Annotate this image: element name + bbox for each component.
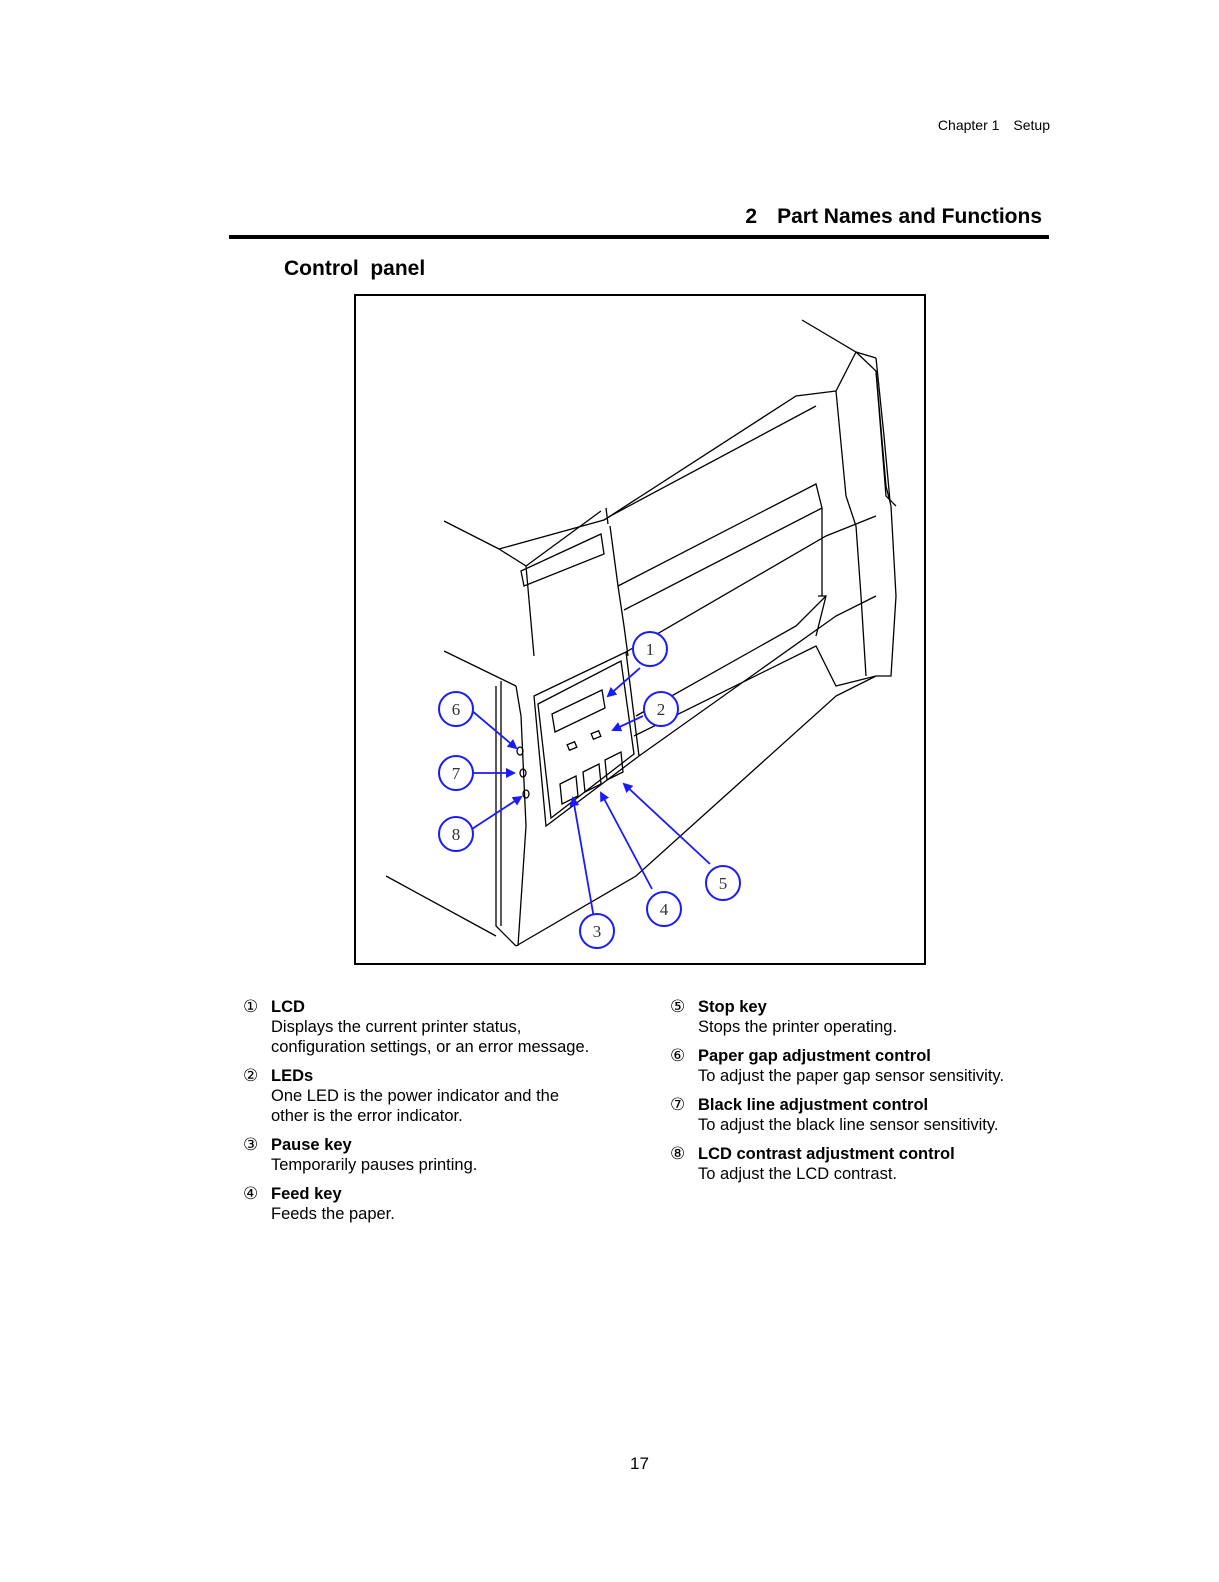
list-item: ⑧ LCD contrast adjustment control To adj… <box>670 1144 1070 1184</box>
callout-2-circle <box>643 691 679 727</box>
callout-8: 8 <box>452 825 461 844</box>
page-number: 17 <box>630 1454 649 1473</box>
list-item: ① LCD Displays the current printer statu… <box>243 997 643 1057</box>
section-rule <box>229 235 1049 239</box>
item-desc: Stops the printer operating. <box>698 1018 898 1036</box>
callout-4-circle <box>646 891 682 927</box>
callout-7: 7 <box>452 764 461 783</box>
callout-1-circle <box>632 631 668 667</box>
item-desc: other is the error indicator. <box>271 1107 463 1125</box>
parts-list-right: ⑤ Stop key Stops the printer operating. … <box>670 997 1070 1193</box>
list-item: ③ Pause key Temporarily pauses printing. <box>243 1135 643 1175</box>
callout-1: 1 <box>646 640 655 659</box>
callout-4: 4 <box>660 900 669 919</box>
callout-circles <box>438 631 741 949</box>
chapter-title: Setup <box>1013 117 1050 133</box>
item-title: Paper gap adjustment control <box>698 1047 931 1065</box>
callout-7-circle <box>438 755 474 791</box>
item-marker: ③ <box>243 1135 259 1155</box>
item-desc: To adjust the LCD contrast. <box>698 1165 898 1183</box>
item-desc: To adjust the paper gap sensor sensitivi… <box>698 1067 1005 1085</box>
control-panel-figure: 1 2 3 4 5 6 7 8 <box>354 294 926 965</box>
running-header: Chapter 1 Setup <box>938 117 1050 133</box>
subsection-title: Control panel <box>284 257 426 280</box>
item-marker: ⑥ <box>670 1046 686 1066</box>
callout-numbers: 1 2 3 4 5 6 7 8 <box>452 640 728 941</box>
callout-6: 6 <box>452 700 461 719</box>
item-marker: ① <box>243 997 259 1017</box>
item-desc: One LED is the power indicator and the <box>271 1087 560 1105</box>
callout-5-circle <box>705 865 741 901</box>
item-title: LEDs <box>271 1067 314 1085</box>
printer-illustration: 1 2 3 4 5 6 7 8 <box>385 319 897 949</box>
item-title: Pause key <box>271 1136 352 1154</box>
callout-8-circle <box>438 816 474 852</box>
item-desc: Displays the current printer status, <box>271 1018 522 1036</box>
item-title: Stop key <box>698 998 767 1016</box>
section-title: 2 Part Names and Functions <box>745 205 1042 229</box>
list-item: ⑥ Paper gap adjustment control To adjust… <box>670 1046 1070 1086</box>
item-title: LCD <box>271 998 305 1016</box>
callout-3-circle <box>579 913 615 949</box>
item-desc: configuration settings, or an error mess… <box>271 1038 590 1056</box>
list-item: ④ Feed key Feeds the paper. <box>243 1184 643 1224</box>
item-marker: ④ <box>243 1184 259 1204</box>
item-desc: To adjust the black line sensor sensitiv… <box>698 1116 999 1134</box>
item-marker: ⑤ <box>670 997 686 1017</box>
parts-list-left: ① LCD Displays the current printer statu… <box>243 997 643 1233</box>
item-title: Black line adjustment control <box>698 1096 929 1114</box>
item-marker: ⑦ <box>670 1095 686 1115</box>
callout-lines <box>470 667 711 925</box>
section-title-text: Part Names and Functions <box>777 205 1042 228</box>
callout-2: 2 <box>657 700 666 719</box>
item-title: LCD contrast adjustment control <box>698 1145 955 1163</box>
callout-3: 3 <box>593 922 602 941</box>
item-title: Feed key <box>271 1185 342 1203</box>
printer-body-lines <box>385 319 897 947</box>
item-desc: Feeds the paper. <box>271 1205 395 1223</box>
chapter-label: Chapter 1 <box>937 117 1000 133</box>
item-marker: ② <box>243 1066 259 1086</box>
item-marker: ⑧ <box>670 1144 686 1164</box>
item-desc: Temporarily pauses printing. <box>271 1156 478 1174</box>
section-number: 2 <box>745 205 758 228</box>
list-item: ⑤ Stop key Stops the printer operating. <box>670 997 1070 1037</box>
callout-5: 5 <box>719 874 728 893</box>
list-item: ② LEDs One LED is the power indicator an… <box>243 1066 643 1126</box>
callout-6-circle <box>438 691 474 727</box>
list-item: ⑦ Black line adjustment control To adjus… <box>670 1095 1070 1135</box>
